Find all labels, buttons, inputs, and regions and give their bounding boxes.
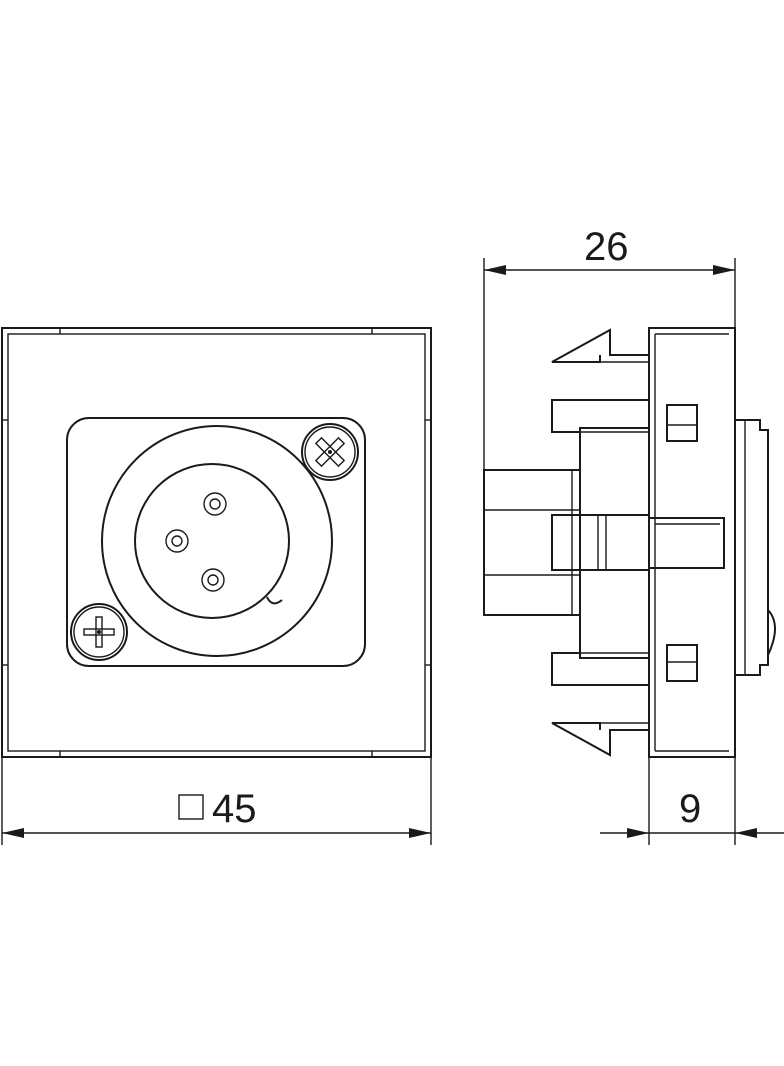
dimension-side-front-depth: 9	[600, 757, 784, 845]
rear-connector-body	[483, 469, 581, 616]
xlr-connector-icon	[101, 425, 333, 657]
screw-icon	[301, 423, 359, 481]
front-view: 45	[1, 327, 432, 845]
side-flange	[648, 327, 736, 758]
square-symbol-icon	[178, 794, 204, 820]
front-frame-inner	[7, 333, 426, 752]
screw-icon	[70, 603, 128, 661]
side-view: 26 9	[483, 225, 784, 845]
connector-plate	[66, 417, 366, 667]
dimension-side-depth: 26	[483, 225, 736, 470]
side-depth-value: 26	[584, 225, 629, 269]
front-width-value: 45	[212, 787, 257, 831]
side-front-depth-value: 9	[679, 787, 701, 831]
front-frame-outer	[1, 327, 432, 758]
dimension-front-width: 45	[1, 757, 432, 845]
